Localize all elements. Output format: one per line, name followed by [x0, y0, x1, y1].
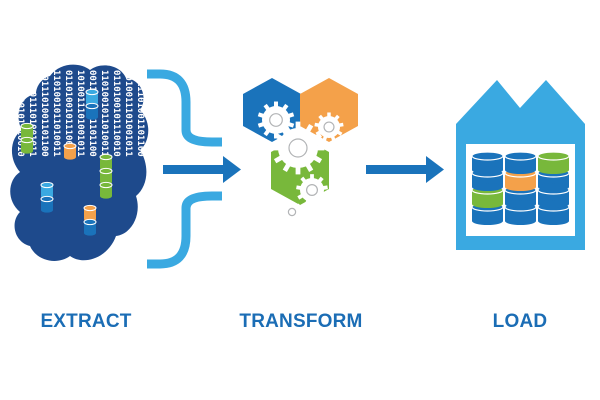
data-cylinder-icon — [20, 136, 34, 154]
gear-icon — [296, 174, 328, 206]
gear-icons — [257, 101, 344, 223]
binary-column: 1010011101001011 — [75, 70, 85, 157]
data-cylinder-icon — [85, 102, 99, 120]
binary-column: 0110100101110010 — [63, 70, 73, 157]
binary-column: 0110100101110010 — [15, 70, 25, 157]
database-stack-icon — [504, 151, 537, 225]
warehouse-database-icon — [456, 80, 585, 250]
binary-column: 1101001011010011 — [51, 70, 61, 157]
stage-label-transform: TRANSFORM — [239, 311, 363, 332]
gears-hexagon-icon — [243, 78, 358, 223]
data-cylinder-icon — [83, 218, 97, 236]
binary-column: 1010011101001011 — [27, 70, 37, 157]
database-stack-icon — [537, 151, 570, 225]
binary-column: 0011101001101100 — [135, 70, 145, 157]
database-stack-icon — [471, 151, 504, 225]
arrow-right-icon — [163, 156, 241, 183]
binary-column: 0110100101110010 — [111, 70, 121, 157]
database-icons — [471, 151, 570, 225]
arrow-right-icon — [366, 156, 444, 183]
stage-label-load: LOAD — [492, 311, 548, 332]
stage-label-extract: EXTRACT — [40, 311, 132, 332]
warehouse-roof — [456, 80, 585, 124]
cloud-cylinders — [20, 88, 113, 236]
data-cylinder-icon — [40, 195, 54, 213]
binary-column: 1101001011010011 — [99, 70, 109, 157]
binary-column: 1010011101001011 — [123, 70, 133, 157]
binary-column: 0011101001101100 — [39, 70, 49, 157]
data-cylinder-icon — [99, 181, 113, 199]
data-cylinder-icon — [63, 142, 77, 160]
gear-icon — [281, 201, 303, 223]
merge-bracket-icon — [147, 69, 222, 269]
gear-icon — [314, 112, 344, 142]
gear-icon — [271, 121, 325, 175]
